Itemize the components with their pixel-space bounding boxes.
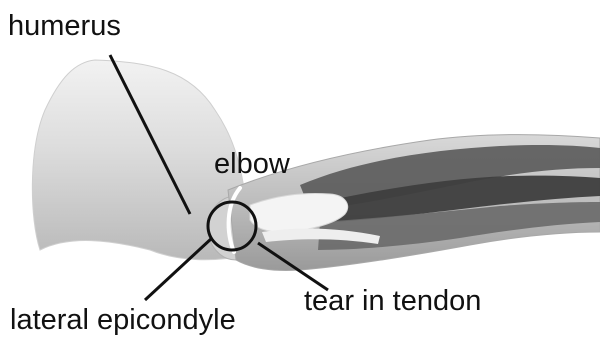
humerus-label: humerus (8, 12, 121, 41)
elbow-label: elbow (214, 150, 290, 179)
tear-in-tendon-label: tear in tendon (304, 287, 481, 316)
lateral-epicondyle-label: lateral epicondyle (10, 306, 236, 335)
